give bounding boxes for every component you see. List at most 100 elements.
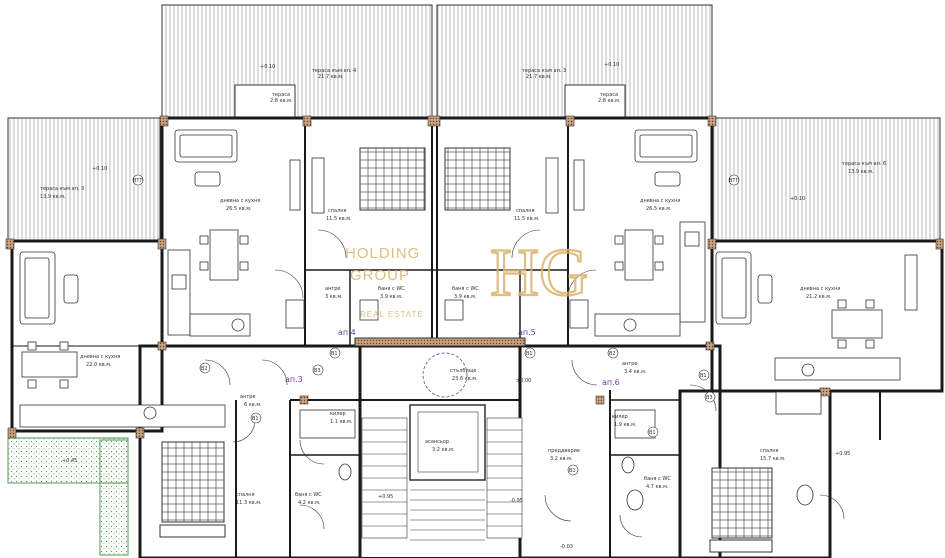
svg-text:тераса: тераса bbox=[272, 92, 290, 98]
room-label: асансьор 3.2 кв.м. bbox=[425, 439, 455, 453]
room-label: тераса към ап. 421.7 кв.м. bbox=[312, 68, 356, 80]
svg-text:3.9 кв.м.: 3.9 кв.м. bbox=[380, 294, 403, 300]
room-label: баня с WC 4.7 кв.м. bbox=[644, 476, 671, 490]
room-label: тераса към ап. 321.7 кв.м. bbox=[522, 68, 566, 80]
room-label: тераса към ап. 3 13.9 кв.м. bbox=[40, 186, 84, 200]
svg-text:11.5 кв.м.: 11.5 кв.м. bbox=[514, 216, 540, 222]
room-labels: тераса към ап. 421.7 кв.м. тераса към ап… bbox=[40, 68, 886, 506]
svg-text:3.2 кв.м.: 3.2 кв.м. bbox=[550, 456, 573, 462]
svg-text:спалня: спалня bbox=[328, 208, 347, 214]
apartment-label-5: ап.5 bbox=[518, 328, 536, 337]
room-label: антре 6 кв.м. bbox=[240, 394, 262, 408]
terrace-top-left bbox=[161, 4, 433, 119]
svg-text:1.1 кв.м.: 1.1 кв.м. bbox=[330, 419, 353, 425]
svg-text:антре: антре bbox=[240, 394, 256, 400]
apartment-label-4: ап.4 bbox=[338, 328, 356, 337]
svg-text:баня с WC: баня с WC bbox=[644, 476, 671, 482]
svg-text:B1: B1 bbox=[526, 351, 533, 357]
svg-text:13.9 кв.м.: 13.9 кв.м. bbox=[848, 169, 874, 175]
room-label: спалня 11.5 кв.м. bbox=[326, 208, 352, 222]
svg-text:-0.95: -0.95 bbox=[510, 498, 523, 504]
svg-text:26.5 кв.м.: 26.5 кв.м. bbox=[226, 206, 252, 212]
watermark-mark: HG bbox=[490, 234, 588, 310]
svg-text:B1: B1 bbox=[569, 468, 576, 474]
svg-text:баня с WC: баня с WC bbox=[295, 492, 322, 498]
svg-text:B3: B3 bbox=[314, 368, 321, 374]
room-label: антре 3.4 кв.м. bbox=[622, 361, 647, 375]
level-markers: +0.10 +0.10 +0.10 +0.10 ±0.00 +0.45 +0.9… bbox=[62, 62, 850, 550]
svg-text:11.3 кв.м.: 11.3 кв.м. bbox=[236, 500, 262, 506]
svg-text:3.9 кв.м.: 3.9 кв.м. bbox=[454, 294, 477, 300]
svg-text:баня с WC: баня с WC bbox=[378, 286, 405, 292]
svg-text:2.8 кв.м.: 2.8 кв.м. bbox=[598, 98, 621, 104]
svg-text:26.5 кв.м.: 26.5 кв.м. bbox=[646, 206, 672, 212]
apartment-labels: ап.3 ап.4 ап.5 ап.6 bbox=[285, 328, 620, 387]
svg-text:+0.10: +0.10 bbox=[260, 64, 275, 70]
room-label: баня с WC 3.9 кв.м. bbox=[378, 286, 405, 300]
svg-text:антре: антре bbox=[325, 286, 341, 292]
svg-text:3 кв.м.: 3 кв.м. bbox=[325, 294, 343, 300]
svg-text:13.9 кв.м.: 13.9 кв.м. bbox=[40, 194, 66, 200]
svg-text:11.5 кв.м.: 11.5 кв.м. bbox=[326, 216, 352, 222]
wardrobes bbox=[289, 157, 918, 415]
watermark: HG HOLDING GROUP REAL ESTATE bbox=[345, 233, 589, 319]
svg-text:22.0 кв.м.: 22.0 кв.м. bbox=[86, 362, 112, 368]
svg-text:+0.95: +0.95 bbox=[835, 451, 850, 457]
svg-text:3.4 кв.м.: 3.4 кв.м. bbox=[624, 369, 647, 375]
svg-text:тераса към ап. 3: тераса към ап. 3 bbox=[40, 186, 84, 192]
svg-text:±0.00: ±0.00 bbox=[516, 378, 531, 384]
stairs bbox=[361, 404, 523, 541]
svg-text:4.7 кв.м.: 4.7 кв.м. bbox=[646, 484, 669, 490]
dining-tables bbox=[21, 229, 883, 389]
svg-text:ВТП: ВТП bbox=[133, 178, 143, 184]
watermark-brand-2: GROUP bbox=[350, 267, 410, 284]
watermark-tagline: REAL ESTATE bbox=[360, 310, 424, 319]
balcony-right-top bbox=[564, 84, 626, 119]
svg-text:B1: B1 bbox=[700, 373, 707, 379]
svg-text:6 кв.м.: 6 кв.м. bbox=[244, 402, 262, 408]
watermark-brand-1: HOLDING bbox=[345, 245, 420, 262]
shaft-circle bbox=[422, 352, 468, 398]
svg-text:+0.10: +0.10 bbox=[92, 166, 107, 172]
svg-text:B2: B2 bbox=[609, 351, 616, 357]
columns bbox=[5, 115, 944, 439]
tag-labels: B2 B3 B1 B1 B1 B1 B1 B1 B2 B3 ВТП ВТП bbox=[133, 178, 739, 474]
svg-text:1.9 кв.м.: 1.9 кв.м. bbox=[614, 422, 637, 428]
svg-text:+0.10: +0.10 bbox=[790, 196, 805, 202]
sofas bbox=[19, 129, 773, 325]
svg-text:15.7 кв.м.: 15.7 кв.м. bbox=[760, 456, 786, 462]
svg-text:дневна с кухня: дневна с кухня bbox=[800, 286, 840, 292]
svg-text:21.7 кв.м.: 21.7 кв.м. bbox=[526, 74, 552, 80]
svg-text:спалня: спалня bbox=[516, 208, 535, 214]
svg-text:антре: антре bbox=[622, 361, 638, 367]
svg-text:спалня: спалня bbox=[760, 448, 779, 454]
room-label: преддверие 3.2 кв.м. bbox=[548, 448, 580, 462]
room-label: дневна с кухня 26.5 кв.м. bbox=[640, 198, 680, 212]
svg-text:тераса: тераса bbox=[600, 92, 618, 98]
svg-text:стълбище: стълбище bbox=[450, 368, 477, 374]
svg-text:3.2 кв.м.: 3.2 кв.м. bbox=[432, 447, 455, 453]
green-area-2 bbox=[99, 439, 129, 556]
svg-text:килер: килер bbox=[330, 411, 346, 417]
apartment-label-3: ап.3 bbox=[285, 375, 303, 384]
beds bbox=[159, 147, 773, 553]
svg-text:преддверие: преддверие bbox=[548, 448, 580, 454]
apartment-label-6: ап.6 bbox=[602, 378, 620, 387]
svg-text:асансьор: асансьор bbox=[425, 439, 449, 445]
room-label: баня с WC 4.2 кв.м. bbox=[295, 492, 322, 506]
svg-text:баня с WC: баня с WC bbox=[452, 286, 479, 292]
svg-text:тераса към ап. 4: тераса към ап. 4 bbox=[312, 68, 356, 74]
room-label: тераса към ап. 613.9 кв.м. bbox=[842, 161, 886, 175]
svg-text:B1: B1 bbox=[331, 351, 338, 357]
tag-markers bbox=[132, 174, 740, 476]
svg-text:4.2 кв.м.: 4.2 кв.м. bbox=[298, 500, 321, 506]
svg-text:+0.10: +0.10 bbox=[604, 62, 619, 68]
svg-text:B1: B1 bbox=[252, 416, 259, 422]
svg-text:-0.03: -0.03 bbox=[560, 544, 573, 550]
svg-text:дневна с кухня: дневна с кухня bbox=[640, 198, 680, 204]
